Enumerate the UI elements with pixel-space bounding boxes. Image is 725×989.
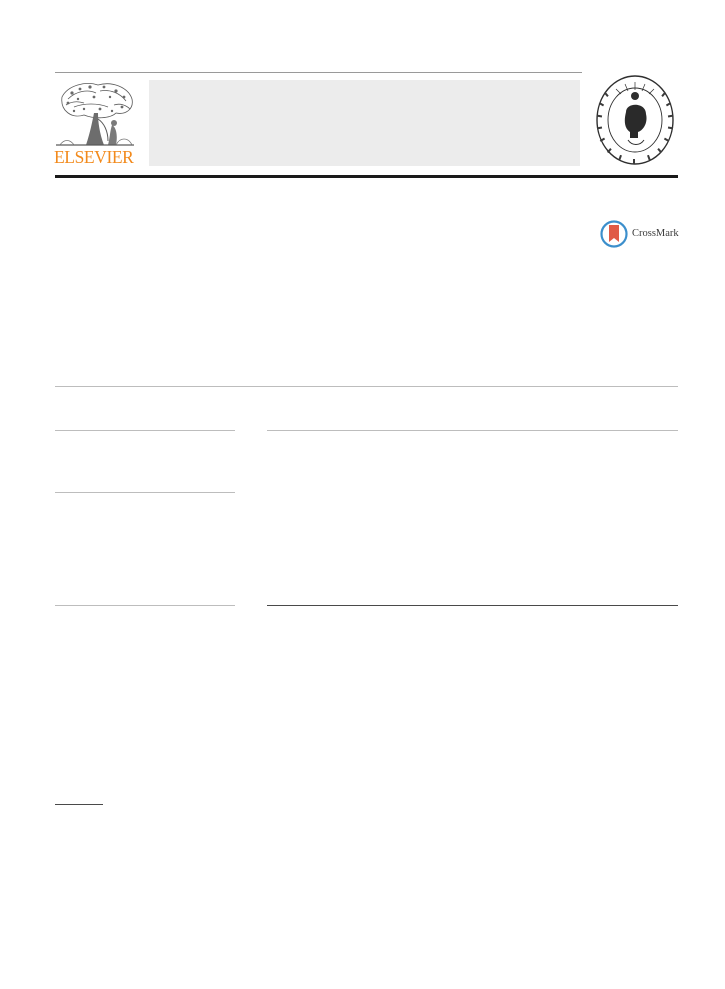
section-divider — [55, 386, 678, 387]
journal-banner — [149, 80, 580, 166]
crossmark-badge[interactable]: CrossMark — [600, 220, 680, 248]
elsevier-wordmark: ELSEVIER — [54, 147, 134, 167]
header-top-rule — [55, 72, 582, 73]
header-rule — [55, 175, 678, 178]
abstract-top-rule — [267, 430, 678, 431]
academy-seal-icon — [596, 75, 674, 165]
elsevier-logo[interactable]: ELSEVIER — [54, 79, 136, 167]
abstract-bottom-rule — [267, 605, 678, 606]
article-info-rule — [55, 430, 235, 431]
tree-logo-icon — [56, 83, 134, 146]
footnote-rule — [55, 804, 103, 805]
crossmark-icon — [600, 220, 628, 248]
crossmark-label: CrossMark — [632, 228, 679, 239]
article-info-rule — [55, 492, 235, 493]
article-info-rule — [55, 605, 235, 606]
